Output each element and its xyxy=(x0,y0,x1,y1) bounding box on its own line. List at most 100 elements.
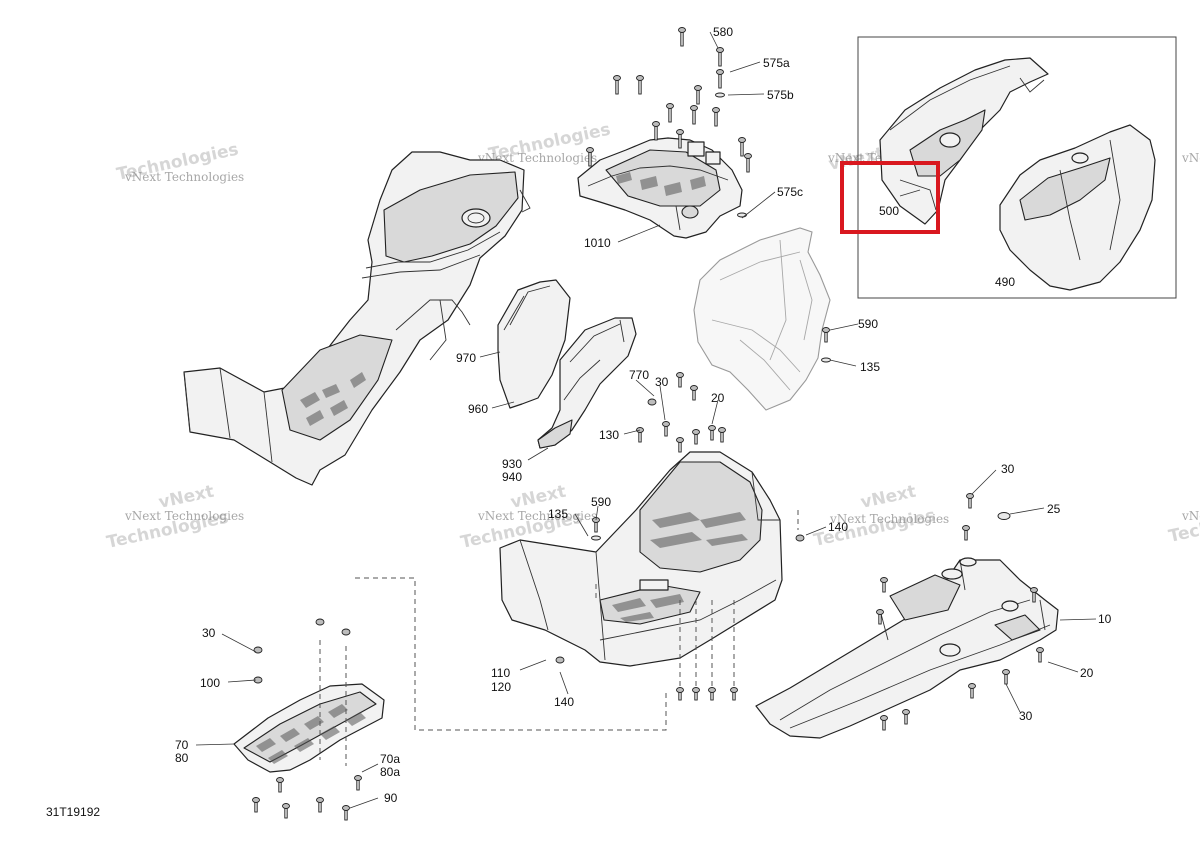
footrest-body-110-120 xyxy=(499,451,783,667)
callout-140-upper: 140 xyxy=(828,520,848,534)
nut-icon xyxy=(315,618,325,626)
callout-20-upper: 20 xyxy=(711,391,725,405)
callout-575c: 575c xyxy=(777,185,803,199)
callout-100: 100 xyxy=(200,676,220,690)
callout-135-right: 135 xyxy=(860,360,880,374)
left-body-panel xyxy=(183,151,531,486)
svg-text:vNext Technologies: vNext Technologies xyxy=(1181,151,1200,165)
callout-30-bottom: 30 xyxy=(1019,709,1033,723)
callout-940: 940 xyxy=(502,470,522,484)
svg-text:vNext: vNext xyxy=(859,482,918,513)
callout-140-lower: 140 xyxy=(554,695,574,709)
bolt-icon xyxy=(1002,669,1010,685)
highlight-box-500 xyxy=(840,161,940,234)
bolt-icon xyxy=(716,47,724,67)
callout-135-mid: 135 xyxy=(548,507,568,521)
bolt-icon xyxy=(692,429,700,445)
reference-code: 31T19192 xyxy=(46,805,100,819)
washer-icon xyxy=(737,212,747,218)
bolt-icon xyxy=(968,683,976,699)
bolt-icon xyxy=(586,147,594,167)
bolt-icon xyxy=(636,427,644,443)
bolt-icon xyxy=(652,121,660,141)
inset-panel xyxy=(840,36,1177,299)
callout-70: 70 xyxy=(175,738,189,752)
callout-110: 110 xyxy=(491,666,510,680)
callout-970: 970 xyxy=(456,351,476,365)
svg-text:vNext Technologies: vNext Technologies xyxy=(477,151,597,165)
callout-1010: 1010 xyxy=(584,236,611,250)
nut-icon xyxy=(647,398,657,406)
callout-90: 90 xyxy=(384,791,398,805)
callout-960: 960 xyxy=(468,402,488,416)
bolt-icon xyxy=(880,715,888,731)
callout-590-mid: 590 xyxy=(591,495,611,509)
callout-25: 25 xyxy=(1047,502,1061,516)
bolt-icon xyxy=(666,103,674,123)
panel-970 xyxy=(497,279,571,409)
callout-575a: 575a xyxy=(763,56,790,70)
bolt-icon xyxy=(276,777,284,793)
callout-580: 580 xyxy=(713,25,733,39)
callout-20-right: 20 xyxy=(1080,666,1094,680)
rear-rack-support-1010 xyxy=(577,137,743,239)
assembly-dashed-line xyxy=(355,577,667,731)
bolt-icon xyxy=(692,687,700,701)
bolt-icon xyxy=(738,137,746,157)
callout-575b: 575b xyxy=(767,88,794,102)
bolt-icon xyxy=(676,372,684,388)
bolt-icon xyxy=(636,75,644,95)
side-guard-930-940 xyxy=(537,317,637,449)
leader-lines xyxy=(195,31,1097,809)
bolt-icon xyxy=(694,85,702,105)
bolt-icon xyxy=(690,105,698,125)
callout-130: 130 xyxy=(599,428,619,442)
bolt-icon xyxy=(902,709,910,725)
bolt-icon xyxy=(876,609,884,625)
callout-770: 770 xyxy=(629,368,649,382)
washer-icon xyxy=(821,357,831,363)
callout-30-upper: 30 xyxy=(655,375,669,389)
callout-490: 490 xyxy=(995,275,1015,289)
bolt-icon xyxy=(282,803,290,819)
bolt-icon xyxy=(744,153,752,173)
bolt-icon xyxy=(354,775,362,791)
callout-30-right: 30 xyxy=(1001,462,1015,476)
callout-120: 120 xyxy=(491,680,511,694)
washer-icon xyxy=(715,92,725,98)
svg-text:vNext Technologies: vNext Technologies xyxy=(1181,509,1200,523)
nut-icon xyxy=(341,628,351,636)
bolt-icon xyxy=(822,327,830,343)
rear-fender-ghost xyxy=(693,227,831,411)
svg-text:vNext Technologies: vNext Technologies xyxy=(829,512,949,526)
bolt-icon xyxy=(252,797,260,813)
bolt-icon xyxy=(690,385,698,401)
bolt-icon xyxy=(1036,647,1044,663)
bolt-icon xyxy=(678,27,686,47)
rivet-icon xyxy=(997,512,1011,520)
bolt-icon xyxy=(716,69,724,89)
nut-icon xyxy=(253,646,263,654)
nut-icon xyxy=(555,656,565,664)
bolt-icon xyxy=(718,427,726,443)
callout-30-left: 30 xyxy=(202,626,216,640)
callout-10: 10 xyxy=(1098,612,1112,626)
footrest-plate-70-80 xyxy=(233,683,385,773)
callout-labels: 580 575a 575b 575c 1010 970 960 930 940 … xyxy=(175,25,1112,805)
svg-text:vNext Technologies: vNext Technologies xyxy=(124,170,244,184)
bolt-icon xyxy=(676,437,684,453)
callout-500: 500 xyxy=(879,204,899,218)
bolt-icon xyxy=(708,687,716,701)
callout-930: 930 xyxy=(502,457,522,471)
bolt-icon xyxy=(730,687,738,701)
callout-70a: 70a xyxy=(380,752,400,766)
bolt-icon xyxy=(962,525,970,541)
bolt-icon xyxy=(966,493,974,509)
washer-icon xyxy=(591,535,601,541)
bolt-icon xyxy=(662,421,670,437)
bolt-icon xyxy=(613,75,621,95)
svg-text:vNext Technologies: vNext Technologies xyxy=(124,509,244,523)
callout-590-right: 590 xyxy=(858,317,878,331)
bolt-icon xyxy=(708,425,716,441)
